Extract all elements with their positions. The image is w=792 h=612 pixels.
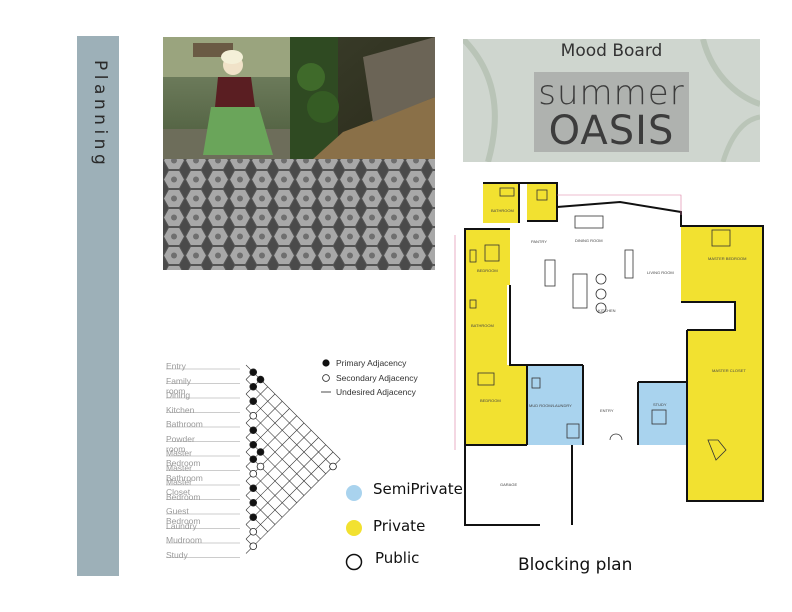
adjacency-room-label: Powder room [166, 433, 195, 454]
adjacency-room-label: Bathroom [166, 419, 203, 429]
legend-primary-label: Primary Adjacency [336, 358, 407, 368]
logo-line-2: OASIS [548, 108, 675, 154]
legend-undesired-label: Undesired Adjacency [336, 387, 416, 397]
room-label: PANTRY [531, 239, 547, 244]
semiprivate-swatch [346, 485, 362, 501]
adjacency-matrix [166, 364, 341, 558]
secondary-adjacency-marker [249, 411, 258, 420]
adjacency-legend-symbols [321, 359, 331, 393]
adjacency-room-label: Study [166, 549, 188, 560]
primary-adjacency-marker [256, 448, 265, 456]
matrix-grid-line [245, 451, 334, 540]
mood-board-title: Mood Board [560, 41, 663, 61]
primary-adjacency-marker [249, 455, 258, 464]
photo-collage [163, 37, 435, 270]
secondary-adjacency-marker [249, 527, 258, 536]
adjacency-room-label: Entry [166, 361, 186, 371]
room-label: BATHROOM [491, 208, 514, 213]
room-label: BATHROOM [471, 323, 494, 328]
private-swatch [346, 520, 362, 536]
matrix-grid-line [245, 509, 268, 532]
portrait-photo [163, 37, 290, 159]
room-label: KITCHEN [598, 308, 616, 313]
adjacency-room-label: Dining [166, 390, 191, 400]
summer-oasis-logo: summer OASIS [534, 72, 689, 154]
private-label: Private [373, 517, 426, 535]
primary-adjacency-marker [256, 375, 265, 384]
adjacency-room-label: Guest Bedroom [166, 506, 201, 526]
primary-adjacency-marker [249, 513, 258, 522]
blocking-plan: BATHROOM BEDROOM BATHROOM BEDROOM DINING… [454, 182, 764, 526]
adjacency-matrix-labels: Entry Family room Dining Kitchen Bathroo… [0, 0, 203, 560]
secondary-adjacency-dot [322, 374, 330, 382]
room-label: ENTRY [600, 408, 614, 413]
adjacency-room-label: Family room [166, 375, 192, 396]
primary-adjacency-dot [322, 359, 330, 367]
room-label: MUD ROOM/LAUNDRY [529, 403, 572, 408]
adjacency-room-label: Master Bedroom [166, 448, 201, 468]
public-swatch [345, 553, 363, 571]
fern-background [463, 39, 760, 162]
adjacency-room-label: Master Bathroom [166, 462, 203, 483]
matrix-grid-line [245, 386, 268, 409]
primary-adjacency-marker [249, 484, 258, 493]
matrix-grid-line [245, 459, 341, 554]
blocking-plan-caption: Blocking plan [518, 555, 633, 575]
room-label: DINING ROOM [575, 238, 603, 243]
room-label: BEDROOM [480, 398, 501, 403]
secondary-adjacency-marker [249, 469, 258, 478]
matrix-grid-line [245, 444, 326, 525]
sidebar-band [77, 36, 119, 576]
secondary-adjacency-marker [256, 462, 265, 471]
primary-adjacency-marker [249, 426, 258, 435]
primary-adjacency-marker [249, 368, 258, 377]
primary-adjacency-marker [249, 397, 258, 406]
public-label: Public [375, 549, 420, 567]
matrix-grid-line [245, 393, 326, 474]
primary-adjacency-marker [249, 382, 258, 391]
matrix-grid-line [245, 422, 312, 489]
secondary-adjacency-marker [329, 462, 337, 471]
primary-adjacency-marker [249, 440, 258, 449]
corridor-photo [290, 37, 435, 159]
room-label: STUDY [653, 402, 667, 407]
zone-legend-swatches [345, 485, 363, 571]
logo-line-1: summer [538, 73, 685, 113]
adjacency-room-label: Mudroom [166, 535, 202, 545]
section-title: Planning [90, 60, 110, 170]
semiprivate-label: SemiPrivate [373, 480, 463, 498]
adjacency-room-label: Master Closet [166, 477, 192, 497]
room-label: MASTER BEDROOM [708, 256, 746, 261]
adjacency-room-label: Bedroom [166, 491, 201, 502]
hex-tile-photo [163, 159, 435, 270]
legend-secondary-label: Secondary Adjacency [336, 373, 418, 383]
matrix-grid-line [245, 430, 312, 496]
adjacency-room-label: Laundry [166, 520, 197, 531]
room-label: MASTER CLOSET [712, 368, 746, 373]
matrix-grid-line [245, 437, 319, 511]
primary-adjacency-marker [249, 498, 258, 507]
adjacency-room-label: Kitchen [166, 404, 195, 415]
secondary-adjacency-marker [249, 542, 258, 551]
mood-board-panel: Mood Board summer OASIS [463, 39, 760, 162]
room-label: LIVING ROOM [647, 270, 674, 275]
room-label: GARAGE [500, 482, 517, 487]
room-label: BEDROOM [477, 268, 498, 273]
